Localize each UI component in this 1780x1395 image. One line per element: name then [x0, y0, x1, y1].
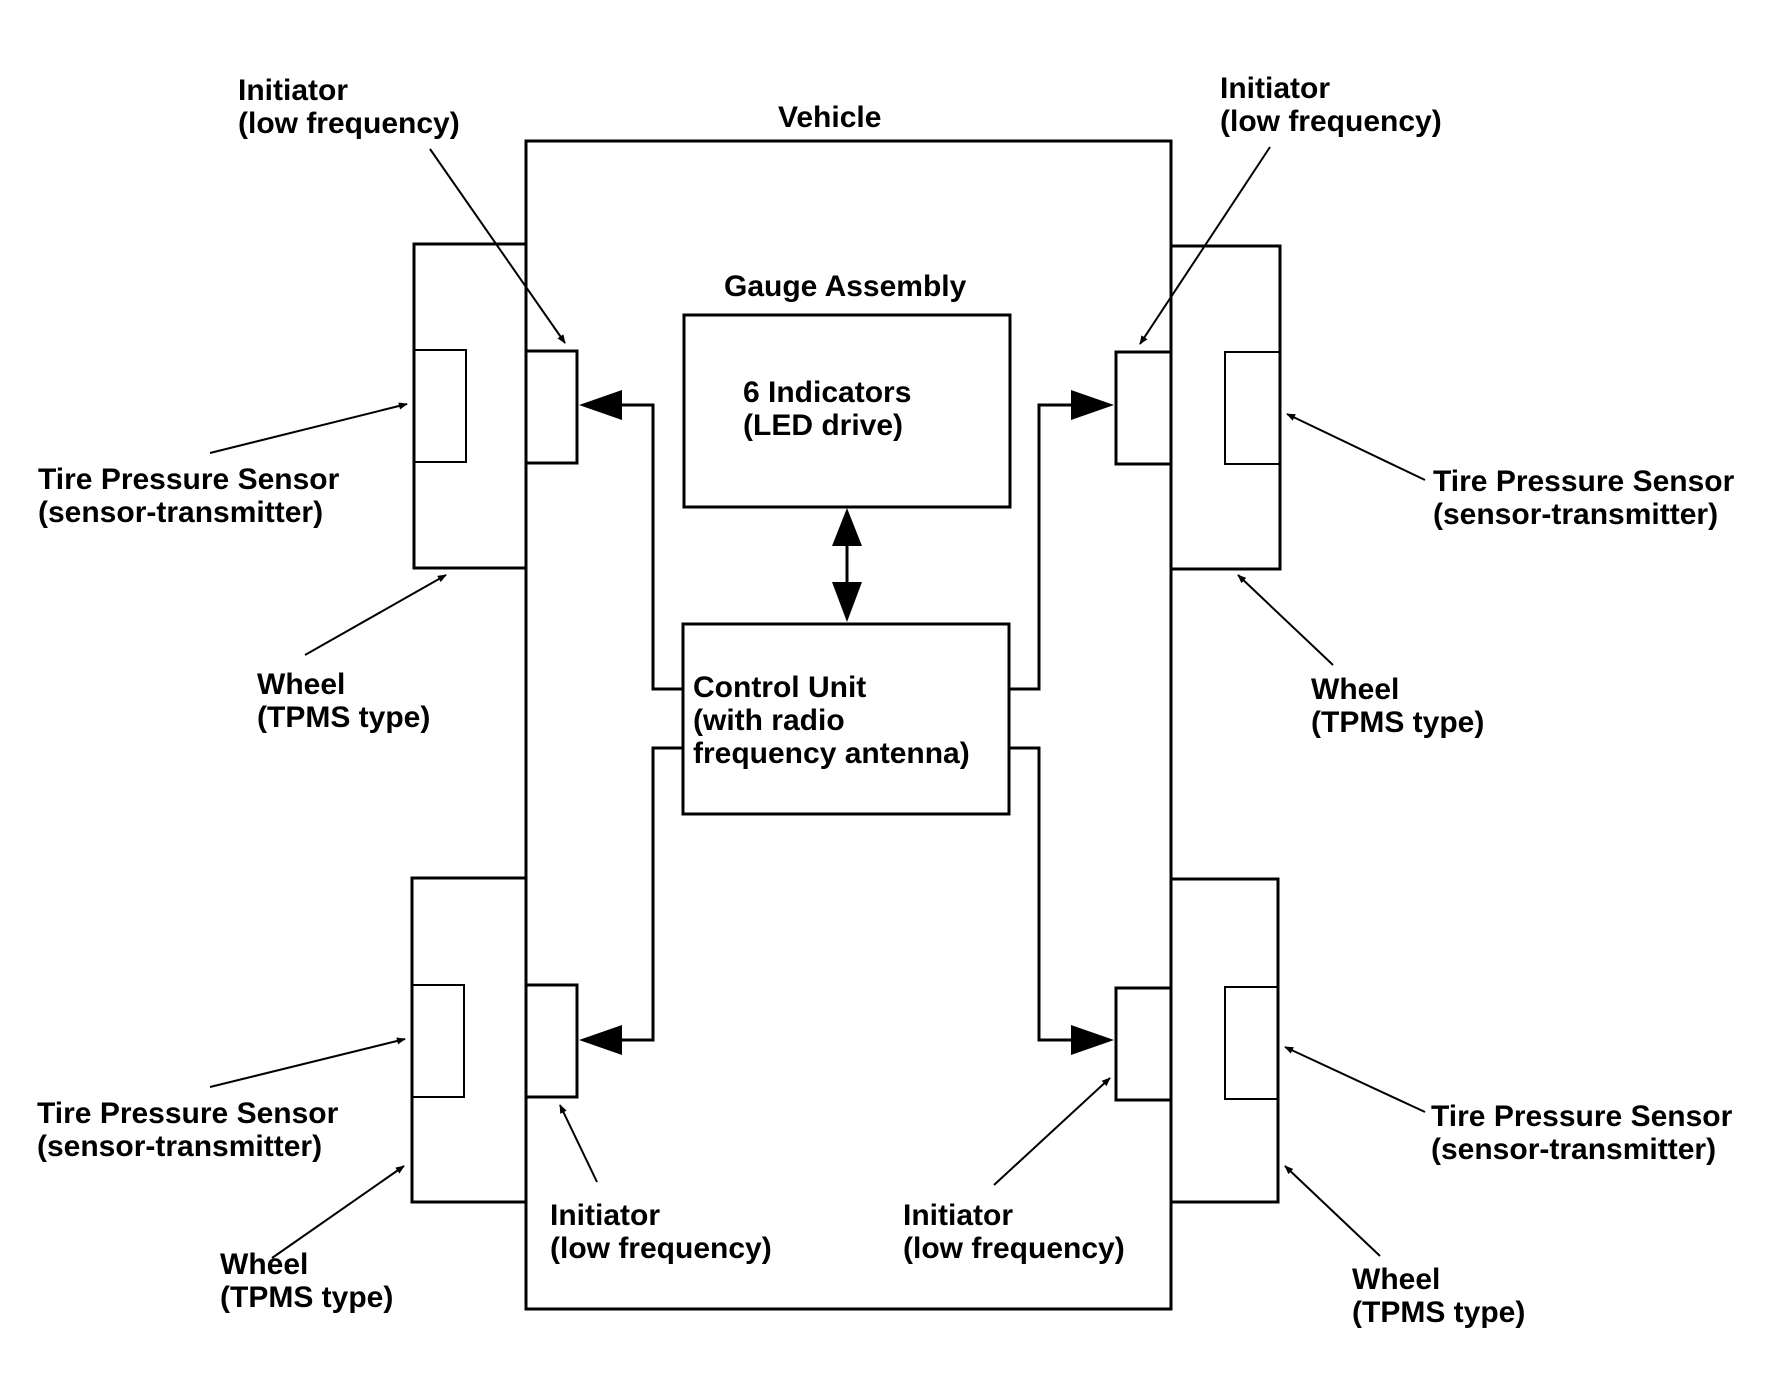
- wheel-rear-left-sublabel: (TPMS type): [220, 1281, 393, 1314]
- tire-pressure-sensor-rear-right-label: Tire Pressure Sensor: [1431, 1100, 1733, 1133]
- initiator-rear-left-label: Initiator: [550, 1199, 660, 1232]
- initiator-front-left-sublabel: (low frequency): [238, 107, 460, 140]
- wheel-front-left-sublabel: (TPMS type): [257, 701, 430, 734]
- initiator-front-right-sublabel: (low frequency): [1220, 105, 1442, 138]
- initiator-rear-right-box: [1114, 986, 1173, 1102]
- tire-pressure-sensor-front-right-sublabel: (sensor-transmitter): [1433, 498, 1718, 531]
- signal-line-rear-right: [1009, 746, 1114, 1055]
- initiator-rear-right-label: Initiator: [903, 1199, 1013, 1232]
- wheel-box: [410, 876, 528, 1204]
- vehicle-body: [524, 139, 1173, 1311]
- wheel-rear-right-label: Wheel: [1352, 1263, 1440, 1296]
- gauge-control-link: [832, 508, 862, 622]
- control-unit-text: Control Unit: [693, 671, 866, 704]
- control-unit-radio-text: (with radio: [693, 704, 845, 737]
- tire-pressure-sensor-rear-left-label: Tire Pressure Sensor: [37, 1097, 339, 1130]
- control-unit-box: [681, 622, 1011, 816]
- tire-pressure-sensor-box: [411, 984, 465, 1098]
- tire-pressure-sensor-box: [1224, 986, 1279, 1100]
- signal-line-front-right: [1009, 390, 1114, 691]
- wheel-rear-left-label: Wheel: [220, 1248, 308, 1281]
- gauge-led-drive-text: (LED drive): [743, 409, 903, 442]
- gauge-indicators-text: 6 Indicators: [743, 376, 911, 409]
- signal-line-rear-left: [579, 746, 683, 1055]
- initiator-rear-right-sublabel: (low frequency): [903, 1232, 1125, 1265]
- tire-pressure-sensor-front-left-sublabel: (sensor-transmitter): [38, 496, 323, 529]
- initiator-rear-left-box: [524, 983, 579, 1099]
- initiator-front-left-label: Initiator: [238, 74, 348, 107]
- callout-lines: [209, 146, 1426, 1259]
- gauge-assembly-box: [682, 313, 1012, 509]
- initiator-front-right-box: [1114, 350, 1173, 466]
- tire-pressure-sensor-rear-right-sublabel: (sensor-transmitter): [1431, 1133, 1716, 1166]
- wheel-rear-right: [1169, 877, 1280, 1204]
- initiator-front-right-label: Initiator: [1220, 72, 1330, 105]
- vehicle-label: Vehicle: [778, 101, 881, 134]
- gauge-assembly-label: Gauge Assembly: [724, 270, 967, 303]
- tire-pressure-sensor-front-right-label: Tire Pressure Sensor: [1433, 465, 1735, 498]
- wheel-rear-left: [410, 876, 528, 1204]
- initiator-front-left-box: [524, 349, 579, 465]
- tire-pressure-sensor-box: [1224, 351, 1281, 465]
- wheel-box: [412, 242, 528, 570]
- tire-pressure-sensor-box: [413, 349, 467, 463]
- control-unit-antenna-text: frequency antenna): [693, 737, 970, 770]
- wheel-front-right-sublabel: (TPMS type): [1311, 706, 1484, 739]
- signal-line-front-left: [579, 390, 683, 691]
- wheel-front-right-label: Wheel: [1311, 673, 1399, 706]
- initiator-rear-left-sublabel: (low frequency): [550, 1232, 772, 1265]
- wheel-front-left-label: Wheel: [257, 668, 345, 701]
- wheel-front-left: [412, 242, 528, 570]
- tire-pressure-sensor-rear-left-sublabel: (sensor-transmitter): [37, 1130, 322, 1163]
- tire-pressure-sensor-front-left-label: Tire Pressure Sensor: [38, 463, 340, 496]
- wheel-front-right: [1169, 244, 1282, 571]
- wheel-rear-right-sublabel: (TPMS type): [1352, 1296, 1525, 1329]
